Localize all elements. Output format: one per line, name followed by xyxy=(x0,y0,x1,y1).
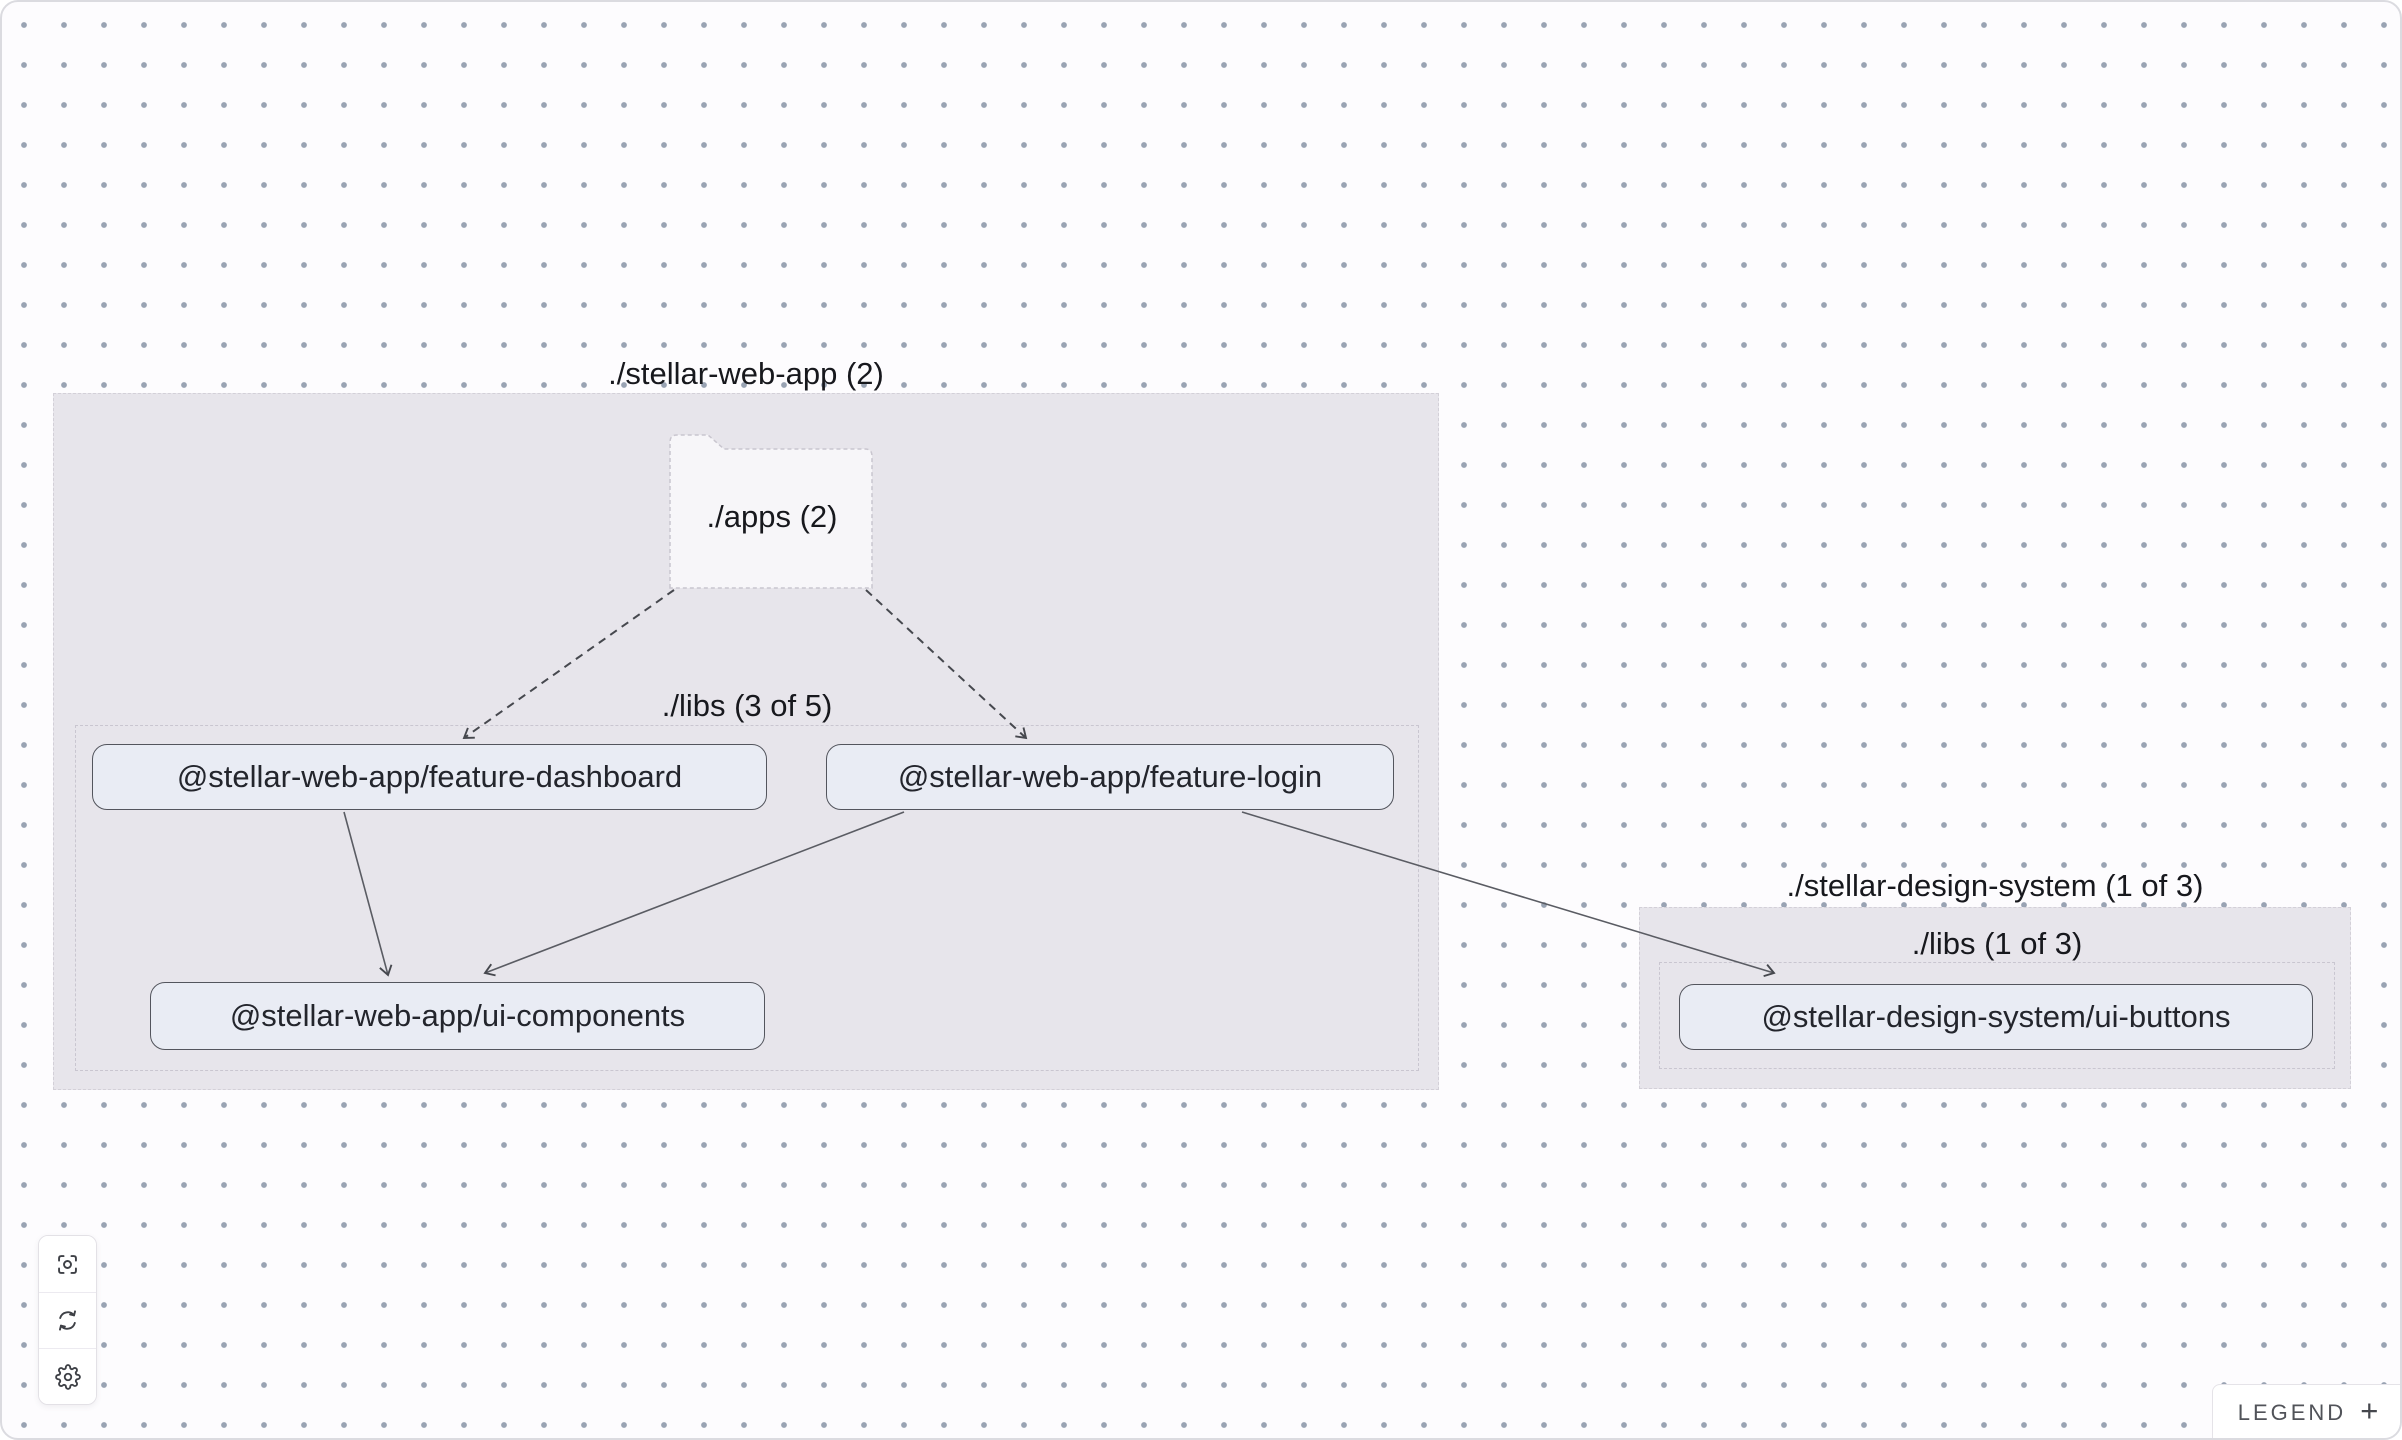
node-feature-dashboard[interactable]: @stellar-web-app/feature-dashboard xyxy=(92,744,767,810)
edge-feature-dashboard-to-ui-components xyxy=(343,811,393,977)
subgroup-label-design-system-libs: ./libs (1 of 3) xyxy=(1911,926,2083,961)
refresh-icon xyxy=(59,1310,76,1331)
refresh-graph-button[interactable] xyxy=(39,1292,96,1348)
settings-button[interactable] xyxy=(39,1348,96,1404)
legend-toggle[interactable]: LEGEND + xyxy=(2212,1384,2400,1438)
graph-control-rail xyxy=(38,1235,97,1405)
subgroup-design-system-libs xyxy=(1659,962,2335,1069)
crosshair-focus-icon xyxy=(58,1254,77,1274)
node-ui-components[interactable]: @stellar-web-app/ui-components xyxy=(150,982,765,1050)
edge-apps-to-feature-dashboard xyxy=(462,589,675,739)
folder-icon xyxy=(669,434,873,589)
node-label: @stellar-web-app/feature-login xyxy=(897,759,1323,794)
edge-feature-login-to-ui-components xyxy=(483,811,905,977)
apps-folder[interactable] xyxy=(664,428,880,594)
node-feature-login[interactable]: @stellar-web-app/feature-login xyxy=(826,744,1394,810)
apps-folder-label: ./apps (2) xyxy=(706,499,838,534)
legend-expand-icon: + xyxy=(2360,1393,2379,1428)
legend-label: LEGEND xyxy=(2237,1400,2347,1425)
node-label: @stellar-design-system/ui-buttons xyxy=(1761,999,2231,1034)
group-label-stellar-design-system: ./stellar-design-system (1 of 3) xyxy=(1786,868,2204,903)
subgroup-web-app-libs xyxy=(75,725,1419,1071)
node-ui-buttons[interactable]: @stellar-design-system/ui-buttons xyxy=(1679,984,2313,1050)
subgroup-label-web-app-libs: ./libs (3 of 5) xyxy=(661,688,833,723)
gear-icon xyxy=(54,1363,81,1390)
focus-graph-button[interactable] xyxy=(39,1236,96,1292)
node-label: @stellar-web-app/feature-dashboard xyxy=(176,759,683,794)
group-label-stellar-web-app: ./stellar-web-app (2) xyxy=(608,356,884,391)
node-label: @stellar-web-app/ui-components xyxy=(229,998,686,1033)
edge-feature-login-to-ui-buttons xyxy=(1241,811,1776,978)
